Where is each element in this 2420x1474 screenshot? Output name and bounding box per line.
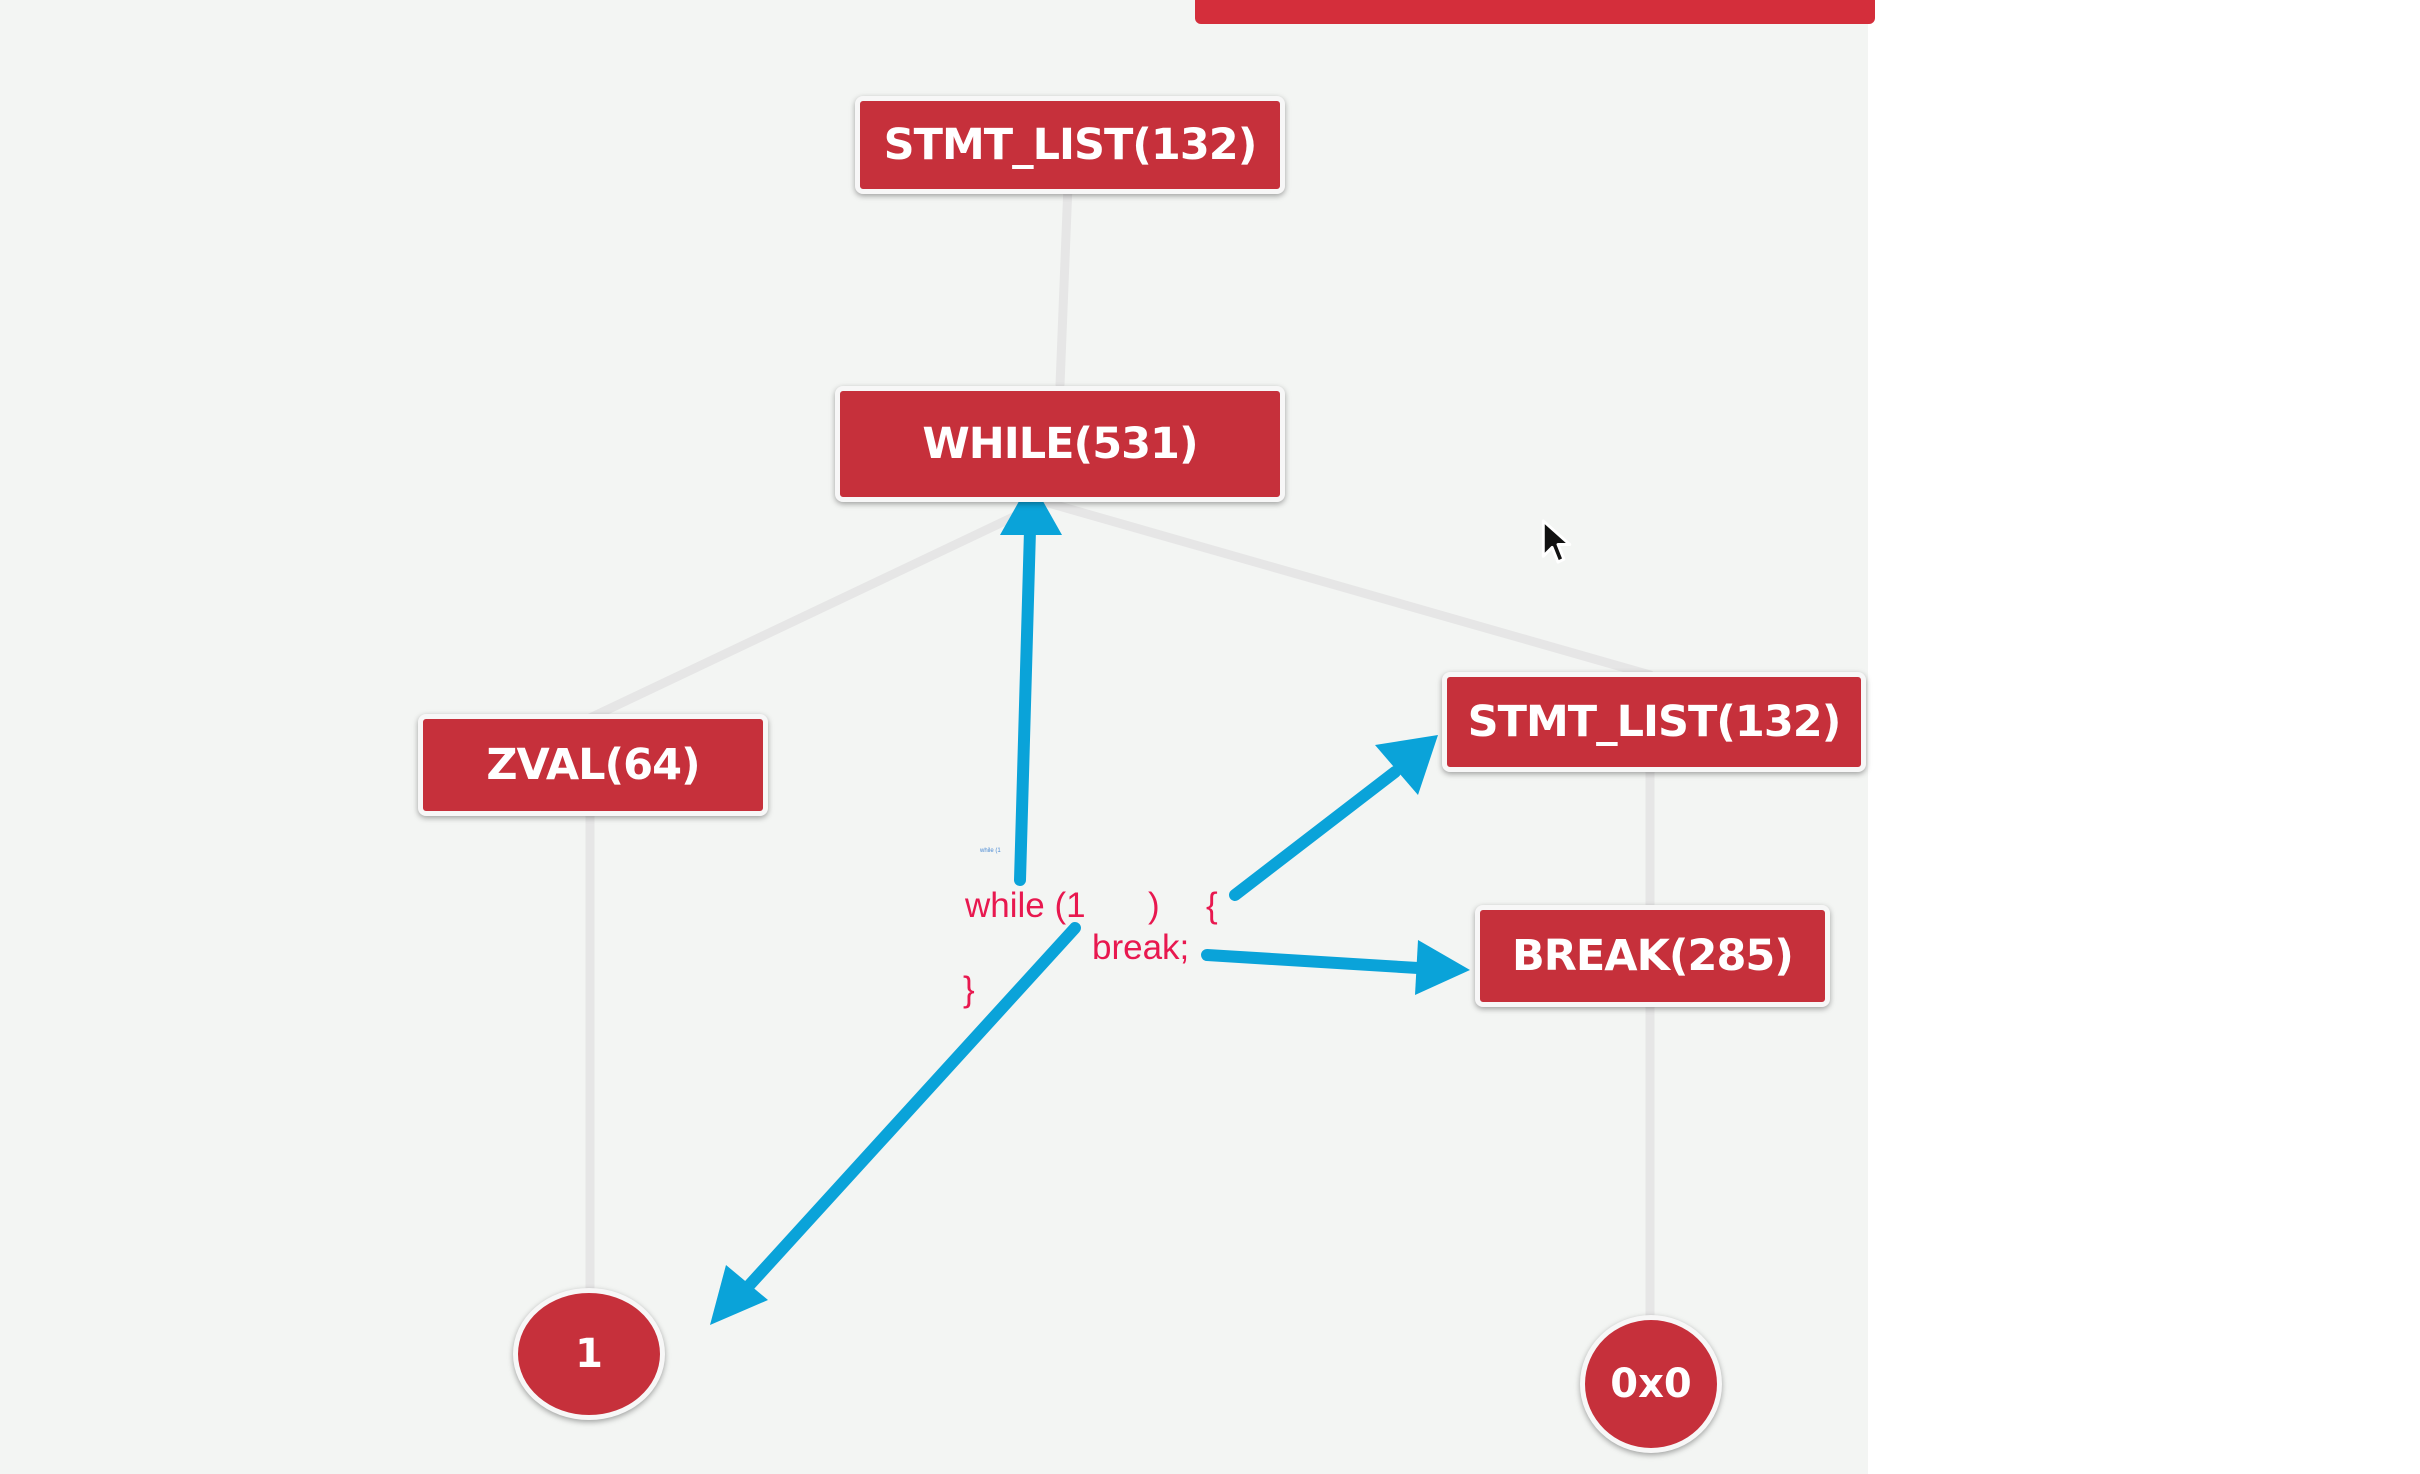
annotation-arrows [739, 524, 1424, 1296]
arrow-to-literal [739, 922, 1081, 1296]
tree-edges [585, 180, 1655, 1325]
ast-node-stmt-list-child: STMT_LIST(132) [1442, 672, 1866, 772]
edge-while-to-stmtlist [1040, 497, 1655, 680]
ast-node-stmt-list-root: STMT_LIST(132) [855, 96, 1285, 194]
mouse-pointer-icon [1541, 519, 1572, 564]
ast-leaf-literal-one: 1 [513, 1288, 665, 1420]
edge-root-to-while [1055, 180, 1073, 390]
arrow-to-while [1014, 524, 1036, 886]
arrowhead-literal [710, 1265, 768, 1325]
arrow-to-break [1201, 949, 1424, 974]
code-while-keyword: while (1 [965, 886, 1086, 925]
slide-title-fragment [1195, 0, 1875, 24]
code-break-statement: break; [1092, 928, 1190, 967]
tiny-code-note: while (1 [980, 848, 1001, 854]
annotation-arrowheads [710, 480, 1470, 1325]
code-close-brace: } [963, 970, 975, 1009]
code-close-paren: ) [1148, 886, 1160, 925]
edge-while-to-zval [585, 497, 1050, 723]
arrowhead-stmtlist [1375, 735, 1438, 795]
code-open-brace: { [1206, 886, 1218, 925]
arrow-to-stmtlist [1229, 766, 1401, 901]
arrowhead-while [1000, 480, 1062, 535]
ast-node-while: WHILE(531) [835, 386, 1285, 502]
ast-node-zval: ZVAL(64) [418, 714, 768, 816]
ast-node-break: BREAK(285) [1475, 905, 1830, 1007]
arrowhead-break [1415, 940, 1470, 995]
ast-leaf-null: 0x0 [1580, 1315, 1722, 1453]
